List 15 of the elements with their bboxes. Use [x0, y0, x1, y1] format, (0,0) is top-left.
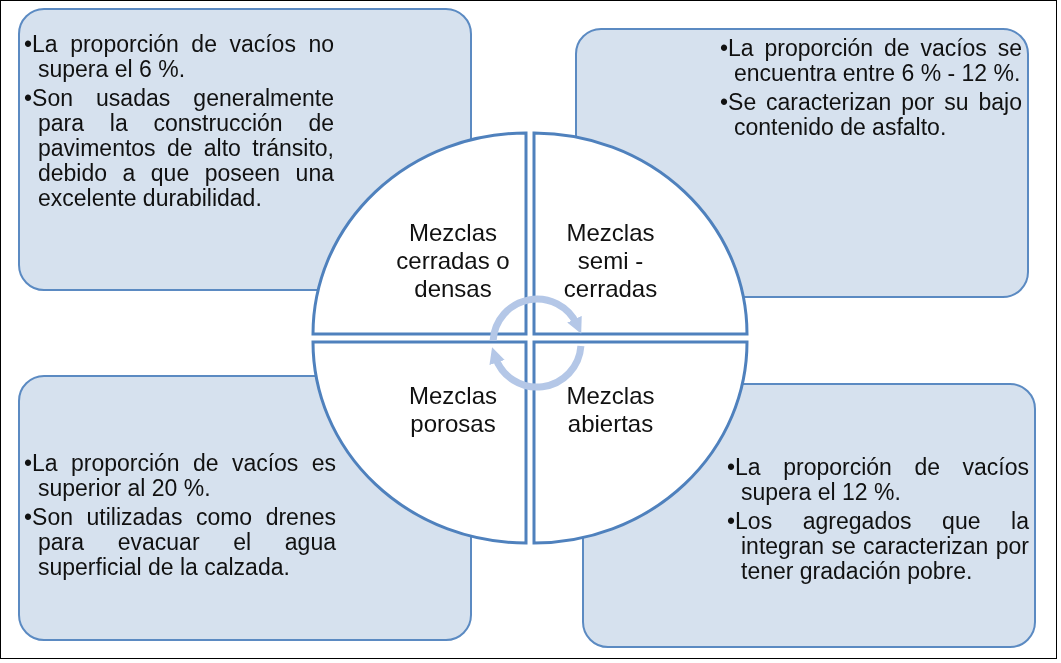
bullet-text: •La proporción de vacíos supera el 12 %.	[727, 455, 1029, 505]
segment-label: Mezclas semi - cerradas	[562, 219, 659, 303]
segment-label: Mezclas porosas	[408, 382, 498, 438]
bullet-text: •Se caracterizan por su bajo contenido de asfalto.	[720, 90, 1022, 140]
segment-label: Mezclas abiertas	[565, 382, 656, 438]
bullet-text: •Son usadas generalmente para la construcción de pavimentos de alto tránsito, debido a que poseen una excelente durabilidad.	[24, 86, 334, 211]
cycle-arrow	[489, 295, 582, 342]
segment-label: Mezclas cerradas o densas	[395, 219, 511, 303]
bullet-text: •Son utilizadas como drenes para evacuar el agua superficial de la calzada.	[24, 505, 336, 580]
quadrant-segment	[534, 133, 747, 334]
cycle-arrow	[490, 345, 585, 391]
bullet-text: •La proporción de vacíos es superior al 20 %.	[24, 451, 336, 501]
bullet-text: •La proporción de vacíos no supera el 6 %.	[24, 32, 334, 82]
bullet-text: •La proporción de vacíos se encuentra entre 6 % - 12 %.	[720, 36, 1022, 86]
bullet-text: •Los agregados que la integran se caracterizan por tener gradación pobre.	[727, 509, 1029, 584]
